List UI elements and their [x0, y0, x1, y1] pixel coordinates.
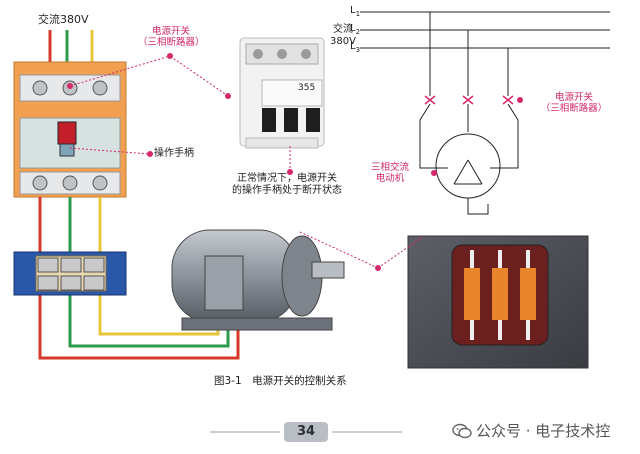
supply-wires [48, 30, 94, 62]
schematic-supply-line-2: 380V [330, 36, 356, 47]
line-label-l1: L1 [350, 5, 361, 18]
switch-label-left-sub: （三相断路器） [138, 37, 205, 48]
figure-caption: 图3-1 电源开关的控制关系 [214, 375, 347, 387]
breaker-panel [13, 61, 127, 198]
switch-label-left: 电源开关 （三相断路器） [138, 26, 205, 48]
switch-label-left-top: 电源开关 [151, 26, 190, 37]
page-number: 34 [284, 422, 328, 442]
motor-label: 三相交流 电动机 [362, 162, 418, 184]
top-supply-label: 交流380V [38, 13, 89, 26]
breaker-photo [239, 37, 325, 149]
line-label-l2: L2 [350, 23, 361, 36]
watermark-text: 公众号 · 电子技术控 [476, 422, 611, 440]
terminal-block [13, 251, 127, 296]
note-label: 正常情况下，电源开关 的操作手柄处于断开状态 [212, 173, 362, 197]
schematic [360, 11, 610, 215]
line-label-l2-letter: L [350, 23, 356, 34]
schematic-dots [431, 97, 523, 176]
schematic-breakpoints [424, 95, 514, 105]
note-line-2: 的操作手柄处于断开状态 [232, 185, 342, 196]
handle-label: 操作手柄 [154, 148, 194, 159]
note-line-1: 正常情况下，电源开关 [237, 173, 337, 184]
watermark: 公众号 · 电子技术控 [452, 420, 610, 441]
switch-label-right-sub: （三相断路器） [540, 103, 608, 114]
motor-illustration [171, 229, 345, 331]
callout-lines [69, 55, 425, 269]
line-label-l3: L3 [350, 41, 361, 54]
schematic-supply-label: 交流 380V [330, 24, 356, 48]
motor-label-line-2: 电动机 [375, 173, 405, 184]
breaker-model-label: 355 [298, 83, 316, 93]
callout-dots [67, 53, 381, 271]
line-label-l1-letter: L [350, 5, 356, 16]
switch-label-right: 电源开关 （三相断路器） [532, 92, 616, 114]
line-label-l3-letter: L [350, 41, 356, 52]
terminal-box-photo [407, 235, 589, 369]
switch-label-right-top: 电源开关 [554, 92, 593, 103]
motor-label-line-1: 三相交流 [370, 162, 409, 173]
schematic-supply-line-1: 交流 [332, 24, 353, 35]
wechat-icon [452, 423, 472, 439]
